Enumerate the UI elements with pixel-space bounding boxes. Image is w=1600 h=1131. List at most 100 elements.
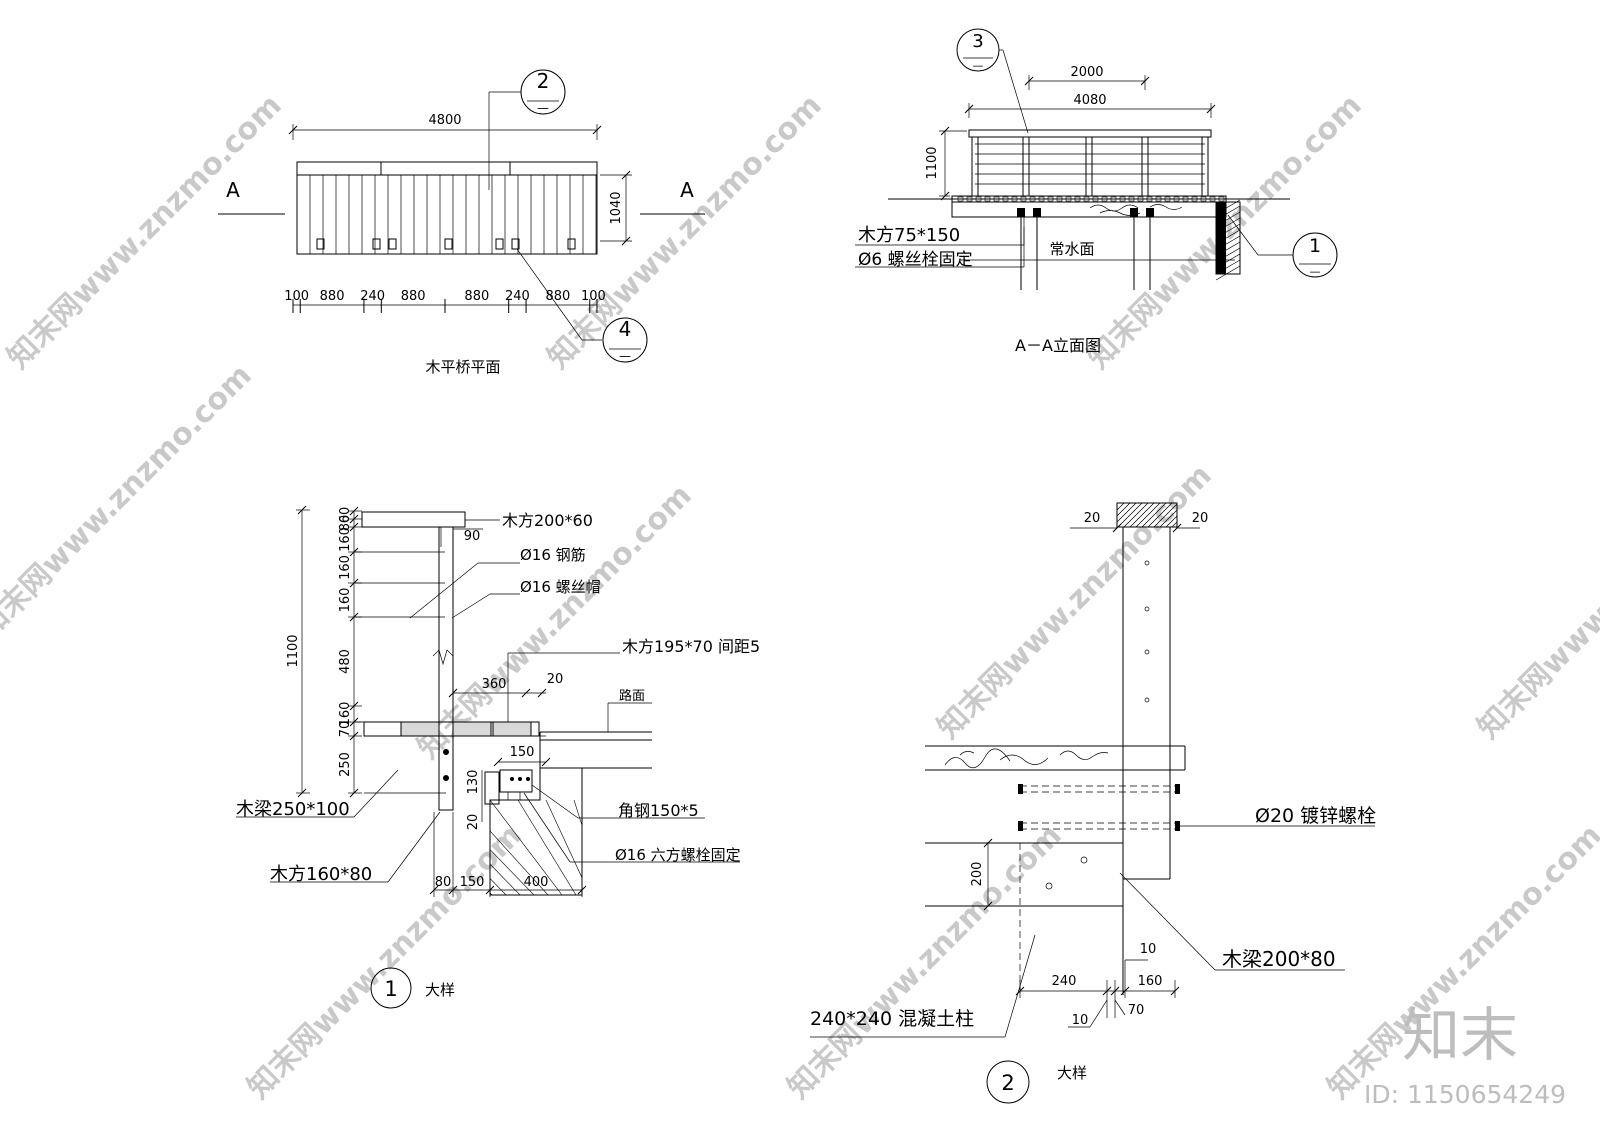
d1-nut-label: Ø16 螺丝帽 [520,578,601,596]
hatch-line [1117,503,1143,527]
d1-vdim: 160 [338,702,353,727]
span-label: 880 [464,289,489,304]
elev-beam-label: 木方75*150 [858,225,960,246]
d2-beam-label: 木梁200*80 [1222,947,1336,971]
deck-slat [1092,196,1099,202]
d2-dim-200: 200 [970,862,985,887]
hatch-line [1165,515,1177,527]
deck-slat [1218,196,1225,202]
rail-post [1201,136,1209,197]
deck-slat [1137,196,1144,202]
deck-slat [1200,196,1207,202]
elev-water-label: 常水面 [1049,240,1094,258]
plan-callout-4-sub: — [619,349,631,363]
d1-number: 1 [384,977,397,1001]
detail-2: 20 20 Ø20 镀锌螺栓 [810,502,1376,1104]
abutment-fill [1216,202,1226,274]
d1-bottom-dim: 150 [460,875,485,890]
dim-tick [349,612,359,622]
brand-logo: 知末 [1402,1001,1518,1069]
deck-slat [1146,196,1153,202]
rail-post [1141,136,1149,197]
beam-end [1033,208,1041,217]
d1-vdim: 160 [338,527,353,552]
d2-column-label: 240*240 混凝土柱 [810,1008,974,1030]
section-mark-left: A [226,178,240,202]
hatch-line [1135,503,1161,527]
hatch-line [1215,265,1241,281]
span-ticks [292,299,598,313]
abutment-hatch [1215,199,1241,281]
beam-end [1017,208,1025,217]
dim-tick [349,701,359,711]
section-mark-right: A [680,178,694,202]
elev-callout-3-sub: — [973,59,984,72]
hatch-line [1153,503,1177,527]
span-label: 240 [505,289,530,304]
hatch-line [1123,503,1149,527]
watermark-layer: 知末网www.znzmo.com 知末网www.znzmo.com 知末网www… [0,88,1600,1106]
d2-dim-right20: 20 [1192,511,1209,526]
hatch-line [1129,503,1155,527]
hatch-line [490,799,507,895]
elev-title: A－A立面图 [1015,336,1101,355]
deck-slat [1191,196,1198,202]
hatch-line [1141,503,1167,527]
deck-slat [1011,196,1018,202]
d1-hexbolt-label: Ø16 六方螺栓固定 [615,846,741,864]
deck-slat [975,196,982,202]
deck-slat [1020,196,1027,202]
watermark-text: 知末网www.znzmo.com [1,88,289,376]
watermark-text: 知末网www.znzmo.com [0,358,259,646]
span-label: 880 [320,289,345,304]
hatch-line [1117,503,1137,523]
plan-title: 木平桥平面 [425,358,500,376]
elev-dim-2000: 2000 [1070,65,1103,80]
plan-callout-4: 4 [619,317,632,341]
dim-tick [349,717,359,727]
hatch-line [1159,509,1177,527]
watermark-text: 知末网www.znzmo.com [1471,458,1600,746]
d1-bottom-dim: 400 [524,875,549,890]
watermark-text: 知末网www.znzmo.com [241,818,529,1106]
d2-dim-160: 160 [1138,974,1163,989]
deck-slat [957,196,964,202]
plan-width-dim: 4800 [428,113,461,128]
plan-callout-2-sub: — [537,101,549,115]
elev-bolt-label: Ø6 螺丝栓固定 [858,250,973,270]
dim-tick [349,514,359,524]
beam-end [1130,208,1138,217]
dim-tick [349,547,359,557]
dim-tick [349,731,359,741]
span-label: 100 [581,289,606,304]
hatch-line [573,799,582,895]
deck-slat [1173,196,1180,202]
hatch-line [1171,521,1177,527]
d1-vdim: 250 [338,752,353,777]
d1-dim-360: 360 [482,677,507,692]
deck-planks [309,175,597,254]
d2-dim-10a: 10 [1140,942,1157,957]
dim-tick [349,788,359,798]
watermark-text: 知末网www.znzmo.com [541,88,829,376]
elevation-rails [975,143,1205,185]
d1-dim-20b: 20 [466,814,481,831]
elev-dim-4080: 4080 [1073,93,1106,108]
elev-callout-1: 1 [1309,235,1321,257]
d1-deck-label: 木方195*70 间距5 [622,637,760,656]
d1-dim-90: 90 [464,529,481,544]
deck-slat [1074,196,1081,202]
d1-beam-label: 木梁250*100 [236,799,350,820]
dim-tick [349,522,359,532]
deck-slat [1002,196,1009,202]
plan-depth-dim: 1040 [609,191,624,224]
beam-end [1146,208,1154,217]
watermark-text: 知末网www.znzmo.com [931,458,1219,746]
hatch-line [490,799,563,895]
deck-slat [1164,196,1171,202]
d1-vdim: 80 [338,515,353,532]
elev-height-dim: 1100 [925,146,940,179]
deck-slat [1128,196,1135,202]
